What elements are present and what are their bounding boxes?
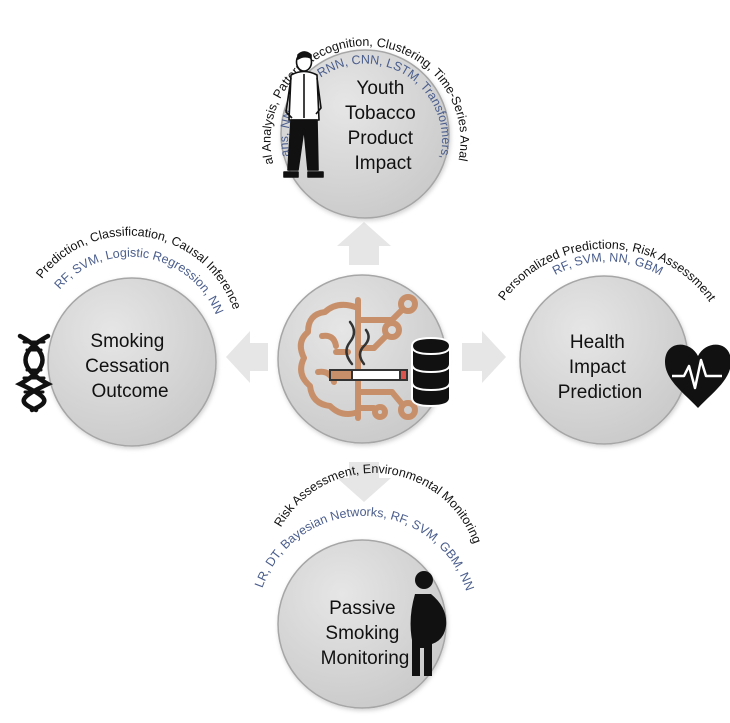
dna-icon [14, 333, 54, 413]
cigarette-icon [329, 320, 408, 381]
pregnant-woman-icon [410, 571, 447, 676]
flow-arrows [226, 222, 506, 502]
person-standing-icon [283, 51, 324, 178]
bottom-node-title: Passive Smoking Monitoring [321, 598, 410, 669]
arrow-left [226, 331, 268, 383]
right-node-title: Health Impact Prediction [558, 332, 643, 403]
arrow-up [337, 222, 391, 265]
circle-left [47, 277, 217, 447]
heart-pulse-icon [665, 344, 730, 408]
top-node-title: Youth Tobacco Product Impact [345, 78, 421, 174]
left-node-title: Smoking Cessation Outcome [85, 331, 175, 402]
arrow-down [337, 462, 391, 502]
database-icon [411, 336, 451, 408]
arrow-right [462, 331, 506, 383]
